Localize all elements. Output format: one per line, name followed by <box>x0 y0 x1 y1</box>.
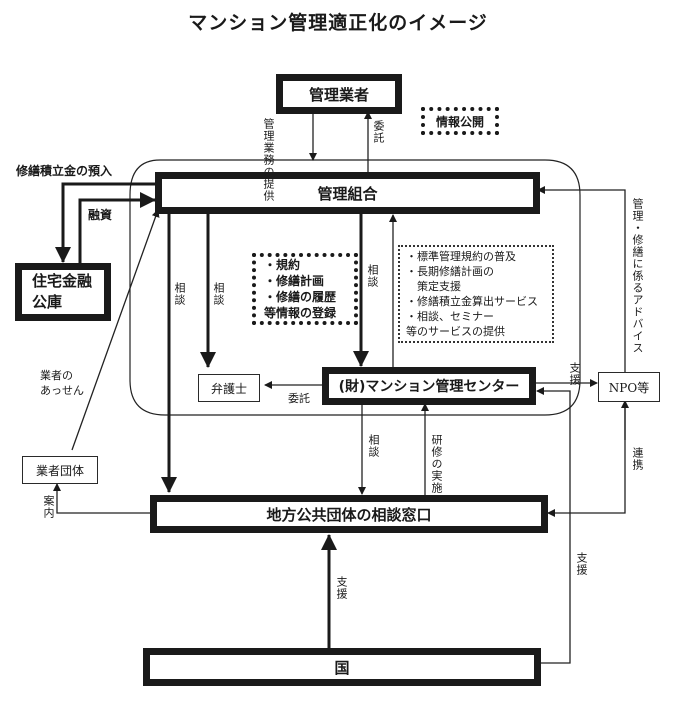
registration-box: ・規約 ・修繕計画 ・修繕の履歴 等情報の登録 <box>252 253 358 325</box>
label-cooperation: 連携 <box>631 447 644 471</box>
node-label: 公庫 <box>32 293 63 311</box>
service-item: 策定支援 <box>406 280 461 293</box>
service-item: ・修繕積立金算出サービス <box>406 295 538 308</box>
node-label: 国 <box>334 658 350 677</box>
label-referral-line: あっせん <box>40 384 84 397</box>
label-entrust-lawyer: 委託 <box>288 392 310 405</box>
service-item: ・相談、セミナー <box>406 310 494 323</box>
node-lawyer: 弁護士 <box>198 374 260 402</box>
edge-referral <box>71 209 160 451</box>
registration-list: ・規約 ・修繕計画 ・修繕の履歴 等情報の登録 <box>264 257 336 321</box>
edge-guidance <box>53 483 150 514</box>
label-deposit-reserve: 修繕積立金の預入 <box>16 164 113 178</box>
label-support-right: 支援 <box>575 552 588 576</box>
label-consult-left: 相談 <box>173 282 186 306</box>
label-support-national: 支援 <box>335 576 348 600</box>
association-region-outline <box>129 159 581 416</box>
node-label: NPO等 <box>608 380 650 395</box>
node-industry-group: 業者団体 <box>22 456 98 484</box>
center-services-box: ・標準管理規約の普及 ・長期修繕計画の 策定支援 ・修繕積立金算出サービス ・相… <box>398 245 554 343</box>
edge-deposit-reserve <box>55 182 158 263</box>
center-services-list: ・標準管理規約の普及 ・長期修繕計画の 策定支援 ・修繕積立金算出サービス ・相… <box>406 249 538 339</box>
label-referral: 業者の あっせん <box>40 368 84 398</box>
node-label: 管理業者 <box>308 85 369 104</box>
diagram-title: マンション管理適正化のイメージ <box>188 12 488 34</box>
edge-advice <box>537 186 626 372</box>
label-entrust-company: 委託 <box>372 120 385 144</box>
node-management-company: 管理業者 <box>276 74 402 114</box>
edge-cooperation <box>547 400 626 517</box>
label-financing: 融資 <box>88 208 113 222</box>
node-housing-loan-corp: 住宅金融 公庫 <box>15 263 111 321</box>
label-consult-window: 相談 <box>367 434 380 458</box>
label-referral-line: 業者の <box>40 369 73 382</box>
node-mansion-center: (財)マンション管理センター <box>322 367 536 405</box>
label-guidance: 案内 <box>42 495 55 519</box>
node-label: 管理組合 <box>317 184 378 203</box>
registration-item: ・修繕計画 <box>264 274 325 288</box>
edge-financing <box>78 192 156 265</box>
registration-item: ・規約 <box>264 258 301 272</box>
label-advice: 管理・修繕に係るアドバイス <box>631 198 644 354</box>
registration-item: ・修繕の履歴 <box>264 290 337 304</box>
node-national-gov: 国 <box>143 648 541 686</box>
label-consult-center: 相談 <box>366 264 379 288</box>
node-label: (財)マンション管理センター <box>338 379 520 395</box>
node-label: 地方公共団体の相談窓口 <box>266 505 432 524</box>
registration-item: 等情報の登録 <box>264 306 337 320</box>
label-support-npo: 支援 <box>568 362 581 386</box>
node-label: 業者団体 <box>35 463 84 478</box>
node-npo: NPO等 <box>598 372 660 402</box>
node-local-gov-window: 地方公共団体の相談窓口 <box>150 495 548 533</box>
service-item: ・長期修繕計画の <box>406 265 494 278</box>
node-label: 弁護士 <box>210 381 247 396</box>
node-info-disclosure: 情報公開 <box>421 107 499 135</box>
node-label: 情報公開 <box>435 114 484 129</box>
service-item: 等のサービスの提供 <box>406 325 505 338</box>
node-label: 住宅金融 <box>32 272 93 290</box>
edge-support-right <box>536 387 571 664</box>
service-item: ・標準管理規約の普及 <box>406 250 516 263</box>
label-training: 研修の実施 <box>430 434 443 494</box>
label-consult-mid: 相談 <box>212 282 225 306</box>
node-management-association: 管理組合 <box>155 172 540 214</box>
label-provide-services: 管理業務の提供 <box>262 118 275 202</box>
